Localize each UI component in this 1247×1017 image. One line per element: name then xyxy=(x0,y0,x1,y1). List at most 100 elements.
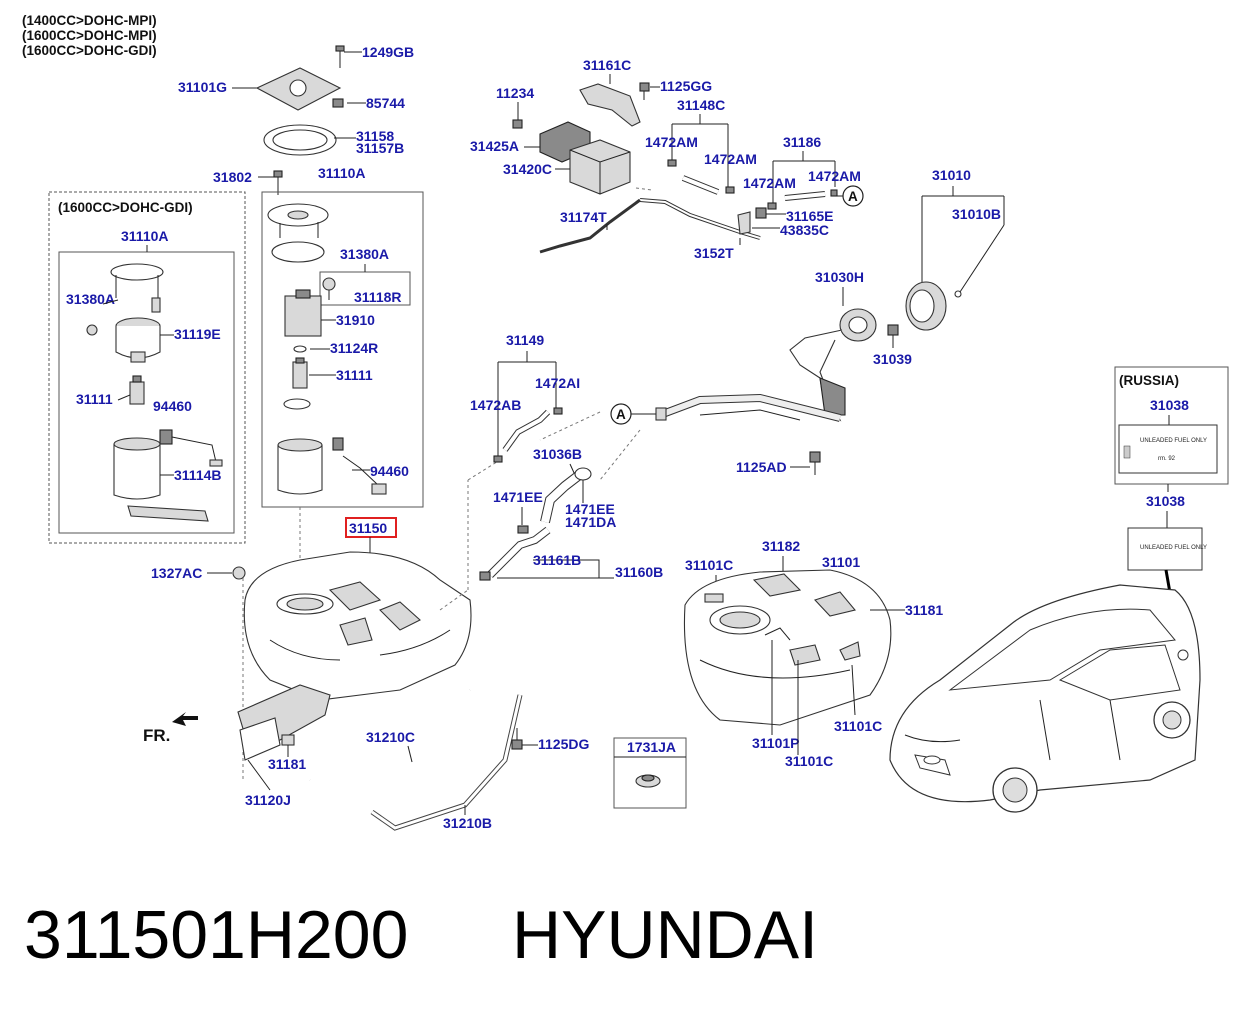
canister-31420c xyxy=(569,139,631,195)
callout-a-top: A xyxy=(842,185,864,207)
label-1472AB[interactable]: 1472AB xyxy=(470,397,521,413)
label-31160B[interactable]: 31160B xyxy=(615,564,663,580)
label-31425A[interactable]: 31425A xyxy=(470,138,519,154)
svg-text:rm. 92: rm. 92 xyxy=(1158,456,1176,462)
label-31161B[interactable]: 31161B xyxy=(533,552,581,568)
sender-unit-94460 xyxy=(332,437,387,495)
label-31101P[interactable]: 31101P xyxy=(752,735,800,751)
label-31114B[interactable]: 31114B xyxy=(174,467,222,483)
variant-1600cc-mpi: (1600CC>DOHC-MPI) xyxy=(22,28,157,43)
label-31210B[interactable]: 31210B xyxy=(443,815,492,831)
clip-31165e xyxy=(755,207,767,219)
seal-ring-31158 xyxy=(263,124,337,156)
label-1125GG[interactable]: 1125GG xyxy=(660,78,712,94)
label-1327AC[interactable]: 1327AC xyxy=(151,565,202,581)
reservoir-cup-main xyxy=(277,438,323,495)
svg-text:UNLEADED FUEL ONLY: UNLEADED FUEL ONLY xyxy=(1140,438,1207,444)
fuel-tank-assy-31101 xyxy=(683,569,892,726)
label-1731JA[interactable]: 1731JA xyxy=(627,739,676,755)
vapor-pipe-3152t xyxy=(639,198,761,240)
label-31186[interactable]: 31186 xyxy=(783,134,821,150)
gdi-sender-nut xyxy=(86,324,98,336)
label-31101[interactable]: 31101 xyxy=(822,554,860,570)
label-1471EE-1[interactable]: 1471EE xyxy=(493,489,543,505)
label-1125AD[interactable]: 1125AD xyxy=(736,459,787,475)
label-31101G[interactable]: 31101G xyxy=(178,79,227,95)
front-arrow xyxy=(172,712,198,726)
label-31101C-3[interactable]: 31101C xyxy=(785,753,833,769)
russia-label-box xyxy=(1114,366,1229,485)
label-1472AM-3[interactable]: 1472AM xyxy=(743,175,796,191)
label-31030H[interactable]: 31030H xyxy=(815,269,864,285)
label-31101C-1[interactable]: 31101C xyxy=(685,557,733,573)
label-31150[interactable]: 31150 xyxy=(349,520,387,536)
label-94460-main[interactable]: 94460 xyxy=(370,463,409,479)
tank-strap-31210c xyxy=(309,688,472,802)
label-31118R[interactable]: 31118R xyxy=(354,289,402,305)
label-11234[interactable]: 11234 xyxy=(496,85,534,101)
label-31148C[interactable]: 31148C xyxy=(677,97,725,113)
fuel-filter-31910 xyxy=(284,289,322,337)
label-31165E[interactable]: 31165E xyxy=(786,208,834,224)
label-31036B[interactable]: 31036B xyxy=(533,446,582,462)
label-1472AM-4[interactable]: 1472AM xyxy=(808,168,861,184)
label-31802[interactable]: 31802 xyxy=(213,169,252,185)
label-31110A-gdi[interactable]: 31110A xyxy=(121,228,169,244)
label-85744[interactable]: 85744 xyxy=(366,95,405,111)
gdi-section-title: (1600CC>DOHC-GDI) xyxy=(58,200,193,215)
label-31110A-main[interactable]: 31110A xyxy=(318,165,366,181)
label-1472AI[interactable]: 1472AI xyxy=(535,375,580,391)
label-31181-left[interactable]: 31181 xyxy=(268,756,306,772)
label-31124R[interactable]: 31124R xyxy=(330,340,378,356)
label-31119E[interactable]: 31119E xyxy=(174,326,221,342)
label-31039[interactable]: 31039 xyxy=(873,351,912,367)
label-31010B[interactable]: 31010B xyxy=(952,206,1001,222)
bolt-1125gg xyxy=(639,82,650,100)
svg-text:UNLEADED FUEL ONLY: UNLEADED FUEL ONLY xyxy=(1140,545,1207,551)
pressure-sensor-31118r xyxy=(322,277,336,300)
label-31149[interactable]: 31149 xyxy=(506,332,544,348)
label-31101C-2[interactable]: 31101C xyxy=(834,718,882,734)
label-31120J[interactable]: 31120J xyxy=(245,792,291,808)
filler-hose-31036b xyxy=(540,467,592,524)
label-31111-gdi[interactable]: 31111 xyxy=(76,391,113,407)
label-1125DG[interactable]: 1125DG xyxy=(538,736,589,752)
label-31182[interactable]: 31182 xyxy=(762,538,800,554)
label-1472AM-2[interactable]: 1472AM xyxy=(704,151,757,167)
label-1471DA[interactable]: 1471DA xyxy=(565,514,616,530)
bracket-43835c xyxy=(737,211,751,235)
gdi-filter-strip xyxy=(127,505,209,522)
label-1471EE-2[interactable]: 1471EE xyxy=(565,501,615,517)
pump-strainer xyxy=(283,398,311,410)
gdi-pump-motor xyxy=(129,375,145,405)
label-31380A-main[interactable]: 31380A xyxy=(340,246,389,262)
label-31181-right[interactable]: 31181 xyxy=(905,602,943,618)
label-94460-gdi[interactable]: 94460 xyxy=(153,398,192,414)
label-31161C[interactable]: 31161C xyxy=(583,57,631,73)
vapor-hose-31186 xyxy=(767,189,838,210)
vapor-tube-31174t xyxy=(539,198,641,254)
label-31038-russia[interactable]: 31038 xyxy=(1150,397,1189,413)
clip-31181-left xyxy=(281,734,295,746)
label-31111-main[interactable]: 31111 xyxy=(336,367,373,383)
label-31010[interactable]: 31010 xyxy=(932,167,971,183)
label-1249GB[interactable]: 1249GB xyxy=(362,44,414,60)
filler-pipe-31161b xyxy=(479,525,551,581)
front-marker: FR. xyxy=(143,726,170,745)
label-43835C[interactable]: 43835C xyxy=(780,222,829,238)
label-31174T[interactable]: 31174T xyxy=(560,209,607,225)
label-31038[interactable]: 31038 xyxy=(1146,493,1185,509)
svg-text:A: A xyxy=(848,189,858,204)
label-31380A-gdi[interactable]: 31380A xyxy=(66,291,115,307)
label-31158[interactable]: 31158 xyxy=(356,128,394,144)
vapor-hose-31148c xyxy=(667,159,735,195)
heat-shield-31120j xyxy=(237,684,331,761)
label-31210C[interactable]: 31210C xyxy=(366,729,415,745)
label-31157B[interactable]: 31157B xyxy=(356,140,404,156)
label-3152T[interactable]: 3152T xyxy=(694,245,734,261)
fuel-tank-31150 xyxy=(243,551,472,701)
label-31420C[interactable]: 31420C xyxy=(503,161,552,177)
label-1472AM-1[interactable]: 1472AM xyxy=(645,134,698,150)
bolt-1125ad xyxy=(809,451,821,475)
label-31910[interactable]: 31910 xyxy=(336,312,375,328)
